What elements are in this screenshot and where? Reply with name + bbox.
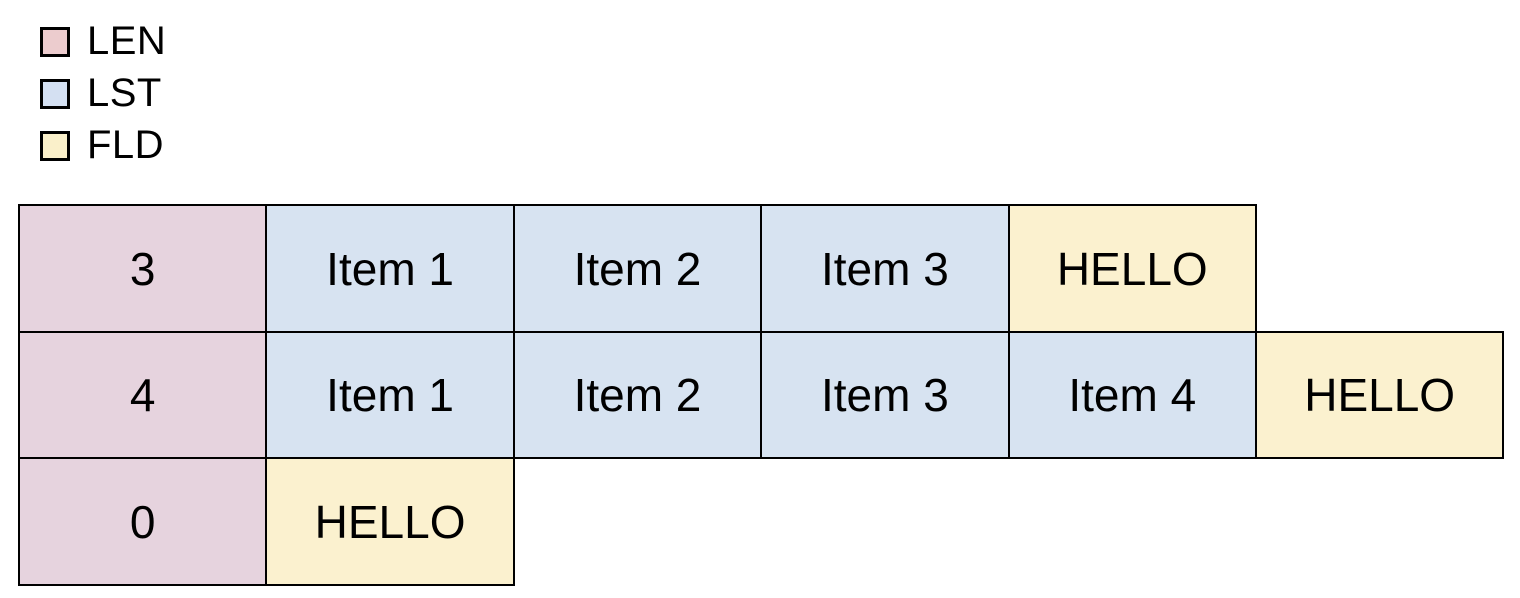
fld-cell: HELLO xyxy=(1254,331,1505,459)
lst-cell: Item 1 xyxy=(265,204,515,333)
legend: LEN LST FLD xyxy=(40,19,167,167)
legend-item-len: LEN xyxy=(40,19,167,63)
len-cell: 0 xyxy=(18,457,268,586)
table-row-len0: 0 HELLO xyxy=(18,457,1504,586)
len-color-swatch xyxy=(40,26,70,57)
table-row-len4: 4 Item 1 Item 2 Item 3 Item 4 HELLO xyxy=(18,331,1505,459)
lst-cell: Item 4 xyxy=(1007,331,1257,459)
lst-cell: Item 1 xyxy=(265,331,515,459)
lst-cell: Item 2 xyxy=(512,331,763,459)
fld-color-swatch xyxy=(40,130,70,161)
legend-label-fld: FLD xyxy=(87,123,165,167)
len-cell: 3 xyxy=(18,204,268,333)
len-cell: 4 xyxy=(18,331,268,459)
legend-label-lst: LST xyxy=(87,71,162,115)
legend-item-lst: LST xyxy=(40,71,166,115)
fld-cell: HELLO xyxy=(265,457,515,586)
lst-cell: Item 3 xyxy=(760,204,1010,333)
lst-cell: Item 3 xyxy=(760,331,1010,459)
lst-color-swatch xyxy=(40,78,70,109)
list-structure-table: 3 Item 1 Item 2 Item 3 HELLO 4 Item 1 It… xyxy=(18,204,1505,586)
table-row-len3: 3 Item 1 Item 2 Item 3 HELLO xyxy=(18,204,1504,333)
fld-cell: HELLO xyxy=(1007,204,1257,333)
lst-cell: Item 2 xyxy=(512,204,763,333)
legend-item-fld: FLD xyxy=(40,123,166,167)
legend-label-len: LEN xyxy=(87,19,167,63)
